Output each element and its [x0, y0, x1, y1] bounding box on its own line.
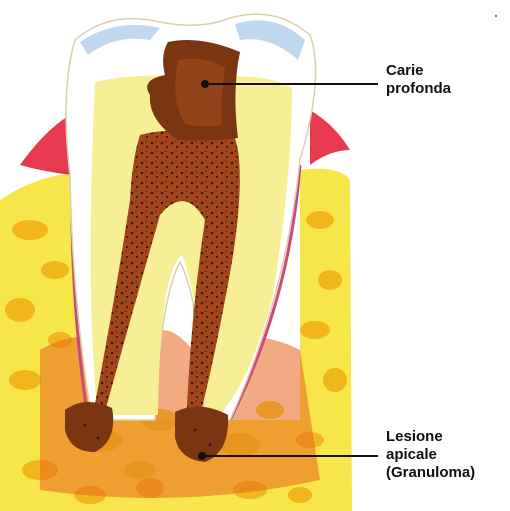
lesion-leader-dot [198, 452, 206, 460]
caries-label-line-1: Carie [386, 62, 451, 80]
caries-label: Carie profonda [386, 62, 451, 98]
corner-dot [495, 15, 497, 17]
lesion-label-line-2: apicale [386, 446, 475, 464]
lesion-label-line-1: Lesione [386, 428, 475, 446]
lesion-label-line-3: (Granuloma) [386, 464, 475, 482]
caries-label-line-2: profonda [386, 80, 451, 98]
caries-leader-dot [201, 80, 209, 88]
apical-lesion-label: Lesione apicale (Granuloma) [386, 428, 475, 482]
